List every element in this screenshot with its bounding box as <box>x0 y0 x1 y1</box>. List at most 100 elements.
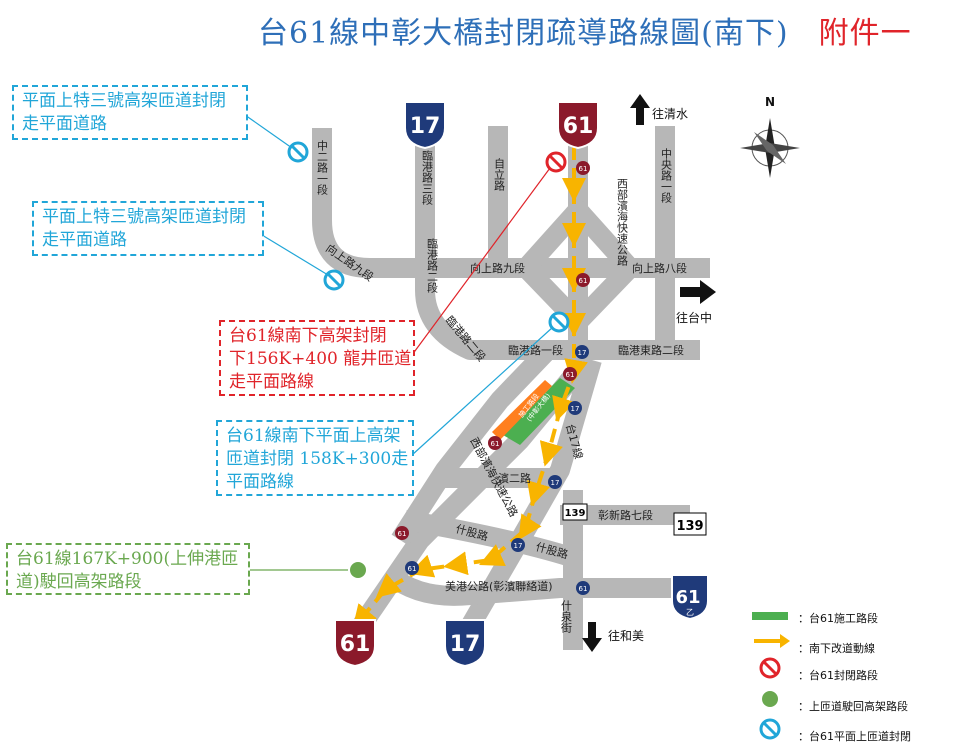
callout-ramp-closed-158k: 台61線南下平面上高架 匝道封閉 158K+300走 平面路線 <box>216 420 414 496</box>
callout-ramp-closed-2: 平面上特三號高架匝道封閉 走平面道路 <box>32 201 264 256</box>
label-shiquan: 什泉街 <box>560 600 573 634</box>
arrow-right-icon <box>680 280 716 304</box>
legend-construction-swatch <box>752 612 788 620</box>
legend-closed-text: ：台61封閉路段 <box>798 669 878 682</box>
title-main: 台61線中彰大橋封閉疏導路線圖(南下) <box>258 16 789 51</box>
shield-139-right-text: 139 <box>676 519 703 534</box>
shield-17-bottom: 17 <box>444 619 486 668</box>
shield-139-left-text: 139 <box>565 508 586 519</box>
shields: 17 61 61 17 61 乙 139 <box>334 101 709 668</box>
legend-ramp-closed-text: ：台61平面上匝道封閉 <box>798 730 911 743</box>
shield-61-bottom: 61 <box>334 619 376 668</box>
shield-61b-sub: 乙 <box>686 608 694 617</box>
ramp-closed-icon-1 <box>287 141 309 163</box>
callout-5-line-2: 道)駛回高架路段 <box>16 572 142 592</box>
label-lingang-3: 臨港路三段 <box>421 150 434 206</box>
callout-1-line-2: 走平面道路 <box>22 114 107 134</box>
compass-rose-icon: N <box>740 95 800 178</box>
shield-139-left: 139 <box>562 503 588 521</box>
leader-1 <box>244 114 293 149</box>
shield-61-small-4: 61 <box>488 436 502 450</box>
callout-1-line-1: 平面上特三號高架匝道封閉 <box>22 91 226 111</box>
ramp-closed-icon-2 <box>323 269 345 291</box>
legend-return-dot <box>762 691 778 707</box>
shield-61-bottom-text: 61 <box>340 632 371 657</box>
shield-61-small-5: 61 <box>395 526 409 540</box>
callout-3-line-2: 下156K+400 龍井匝道 <box>229 349 412 369</box>
arrow-up-icon <box>630 94 650 125</box>
shield-61-small-6: 61 <box>405 561 419 575</box>
shield-61-small-2: 61 <box>576 273 590 287</box>
legend-ramp-closed-icon <box>759 718 781 740</box>
title-attachment: 附件一 <box>818 16 912 51</box>
legend-row-closed: ：台61封閉路段 <box>752 661 957 687</box>
callout-elevated-closed: 台61線南下高架封閉 下156K+400 龍井匝道 走平面路線 <box>219 320 415 396</box>
shield-17-small-1-text: 17 <box>578 349 587 357</box>
leader-2 <box>261 234 329 276</box>
closure-markers <box>287 141 570 578</box>
shield-61-top-text: 61 <box>563 114 594 139</box>
legend-detour-arrow-icon <box>754 634 790 648</box>
shield-61-small-2-text: 61 <box>579 277 588 285</box>
direction-arrows: 往清水 往台中 往和美 <box>582 94 716 652</box>
legend-detour-text: ：南下改道動線 <box>798 642 875 655</box>
legend-row-construction: ：台61施工路段 <box>752 604 957 630</box>
shield-61-top: 61 <box>557 101 599 150</box>
shield-61-small-4-text: 61 <box>491 440 500 448</box>
label-bin2: 濱二路 <box>498 471 531 485</box>
callout-return-elevated: 台61線167K+900(上伸港匝 道)駛回高架路段 <box>6 543 250 595</box>
callout-3-line-3: 走平面路線 <box>229 372 314 392</box>
shield-61-small-3: 61 <box>563 367 577 381</box>
shield-61-small-5-text: 61 <box>398 530 407 538</box>
legend-symbols <box>752 612 790 740</box>
legend-row-detour: ：南下改道動線 <box>752 634 957 660</box>
detour-route <box>352 146 588 630</box>
label-lingang-1: 臨港路一段 <box>508 343 563 357</box>
label-meigang: 美港公路(彰濱聯絡道) <box>445 579 553 593</box>
shield-17-small-4-text: 17 <box>514 542 523 550</box>
callout-4-line-3: 平面路線 <box>226 472 294 492</box>
shield-61b: 61 乙 <box>671 574 709 621</box>
legend-construction-text: ：台61施工路段 <box>798 612 878 625</box>
shield-61-small-7: 61 <box>576 581 590 595</box>
callout-2-line-2: 走平面道路 <box>42 230 127 250</box>
shield-61-small-1: 61 <box>576 161 590 175</box>
callout-3-line-1: 台61線南下高架封閉 <box>229 326 387 346</box>
dir-north: 往清水 <box>652 106 688 121</box>
callout-leaders <box>244 114 554 571</box>
callout-4-line-1: 台61線南下平面上高架 <box>226 426 401 446</box>
shield-17-small-1: 17 <box>575 345 589 359</box>
shield-17-small-4: 17 <box>511 538 525 552</box>
dir-south: 往和美 <box>608 628 644 643</box>
label-zhongyang: 中央路一段 <box>660 148 673 204</box>
no-entry-icon-main <box>545 151 567 173</box>
detour-line-main <box>352 146 588 630</box>
callout-ramp-closed-1: 平面上特三號高架匝道封閉 走平面道路 <box>12 85 248 140</box>
callout-5-line-1: 台61線167K+900(上伸港匝 <box>16 549 239 569</box>
shield-61-small-7-text: 61 <box>579 585 588 593</box>
shield-17-top: 17 <box>404 101 446 150</box>
label-zhangxin: 彰新路七段 <box>598 508 653 522</box>
map-title: 台61線中彰大橋封閉疏導路線圖(南下) 附件一 <box>258 8 912 52</box>
shield-139-right: 139 <box>673 512 707 536</box>
callout-4-line-2: 匝道封閉 158K+300走 <box>226 449 409 469</box>
shield-61-small-3-text: 61 <box>566 371 575 379</box>
arrow-down-icon <box>582 622 602 652</box>
shield-17-small-2-text: 17 <box>571 405 580 413</box>
road-zhonger <box>312 128 700 278</box>
legend-row-ramp-closed: ：台61平面上匝道封閉 <box>752 722 957 748</box>
shield-61-small-6-text: 61 <box>408 565 417 573</box>
shield-61b-text: 61 <box>675 587 700 608</box>
shield-17-small-3: 17 <box>548 475 562 489</box>
label-xiangshang-9: 向上路九段 <box>470 261 525 275</box>
ramp-closed-icon-3 <box>548 311 570 333</box>
compass-n: N <box>765 95 775 109</box>
legend-return-text: ：上匝道駛回高架路段 <box>798 700 908 713</box>
label-xiangshang-8: 向上路八段 <box>632 261 687 275</box>
shield-61-small-1-text: 61 <box>579 165 588 173</box>
shield-17-top-text: 17 <box>410 114 441 139</box>
callout-2-line-1: 平面上特三號高架匝道封閉 <box>42 207 246 227</box>
legend-row-return: ：上匝道駛回高架路段 <box>752 692 957 718</box>
